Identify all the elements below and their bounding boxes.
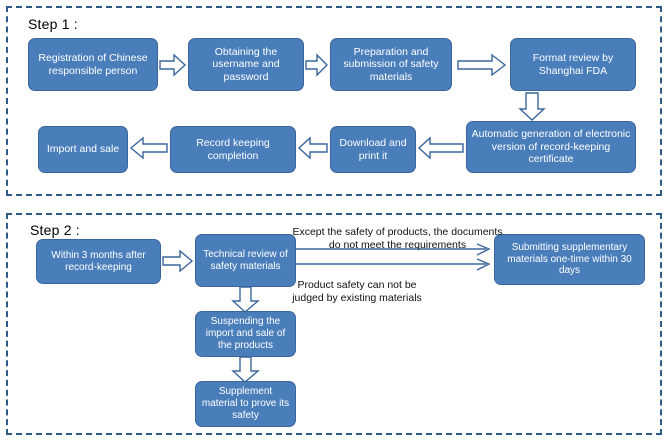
step1-panel [6, 6, 662, 196]
step1-box-format-review[interactable]: Format review by Shanghai FDA [510, 38, 636, 91]
arrow-username-to-preparation [305, 53, 328, 77]
arrow-record-keeping-to-import-sale [129, 136, 168, 160]
step2-box-within-3-months[interactable]: Within 3 months after record-keeping [36, 239, 161, 284]
annotation-product-safety-judgement: Product safety can not be judged by exis… [292, 279, 422, 305]
step1-box-preparation[interactable]: Preparation and submission of safety mat… [330, 38, 452, 91]
arrow-start-to-technical-review [162, 249, 194, 273]
step1-box-record-keeping-completion[interactable]: Record keeping completion [170, 126, 296, 173]
step1-box-download-print[interactable]: Download and print it [330, 126, 416, 173]
step2-box-technical-review[interactable]: Technical review of safety materials [195, 234, 296, 287]
arrow-download-to-record-keeping [297, 136, 328, 160]
annotation-documents-requirements: Except the safety of products, the docum… [292, 226, 503, 252]
step2-panel [6, 213, 662, 435]
arrow-automatic-to-download [417, 136, 464, 160]
arrow-format-review-to-automatic [518, 92, 546, 121]
step2-box-suspending-import-sale[interactable]: Suspending the import and sale of the pr… [195, 311, 296, 357]
step1-box-username[interactable]: Obtaining the username and password [188, 38, 304, 91]
arrow-review-to-suspending [231, 286, 260, 313]
step1-box-import-sale[interactable]: Import and sale [38, 126, 128, 173]
arrow-review-to-supplementary-lower [296, 258, 496, 274]
arrow-review-to-supplementary-upper [296, 243, 496, 258]
step2-box-submitting-supplementary[interactable]: Submitting supplementary materials one-t… [494, 234, 645, 285]
step1-title: Step 1 : [28, 16, 78, 32]
step1-box-automatic-generation[interactable]: Automatic generation of electronic versi… [466, 121, 636, 173]
arrow-preparation-to-format-review [457, 53, 507, 77]
step1-box-registration[interactable]: Registration of Chinese responsible pers… [28, 38, 158, 91]
arrow-registration-to-username [159, 53, 187, 77]
step2-title: Step 2 : [30, 222, 80, 238]
arrow-suspending-to-supplement [231, 356, 260, 383]
step2-box-supplement-material[interactable]: Supplement material to prove its safety [195, 381, 296, 427]
